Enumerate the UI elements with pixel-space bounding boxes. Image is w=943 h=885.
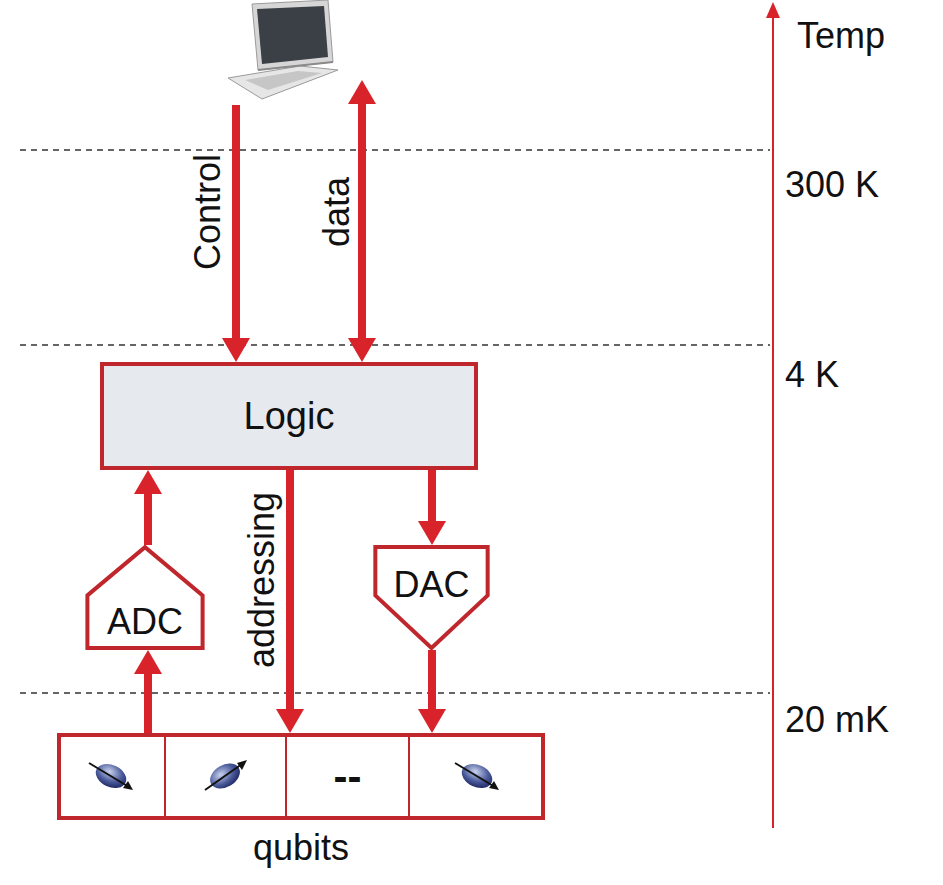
adc-block: ADC <box>85 545 205 650</box>
edge-label: addressing <box>244 490 280 670</box>
signal-arrow <box>418 650 446 733</box>
qubit-cell: -- <box>285 737 410 816</box>
temperature-label: 4 K <box>785 357 839 393</box>
signal-label: data <box>319 177 355 247</box>
signal-label: Control <box>190 154 226 270</box>
stage-line <box>20 344 770 346</box>
node-label: ADC <box>107 604 183 640</box>
cell-divider <box>164 735 166 818</box>
node-label: Logic <box>244 397 335 435</box>
node-label: DAC <box>393 567 469 603</box>
stage-line <box>20 692 770 694</box>
signal-arrow <box>134 470 162 545</box>
control-arrow <box>222 105 250 362</box>
laptop-icon <box>228 0 338 99</box>
signal-arrow <box>418 470 446 545</box>
array-label: qubits <box>61 830 541 866</box>
stage-line <box>20 149 770 151</box>
qubit-icon <box>455 759 499 792</box>
logic-box: Logic <box>100 362 478 470</box>
temperature-label: 300 K <box>785 167 879 203</box>
signal-arrow <box>276 470 304 733</box>
qubit-array: qubits-- <box>57 733 545 820</box>
temp-axis <box>766 2 780 828</box>
qubit-icon <box>205 758 247 793</box>
axis-label: Temp <box>797 18 885 54</box>
node-label: -- <box>334 756 362 798</box>
temperature-label: 20 mK <box>785 702 889 738</box>
signal-arrow <box>134 650 162 733</box>
dac-block: DAC <box>373 545 490 650</box>
qubit-icon <box>89 759 133 792</box>
